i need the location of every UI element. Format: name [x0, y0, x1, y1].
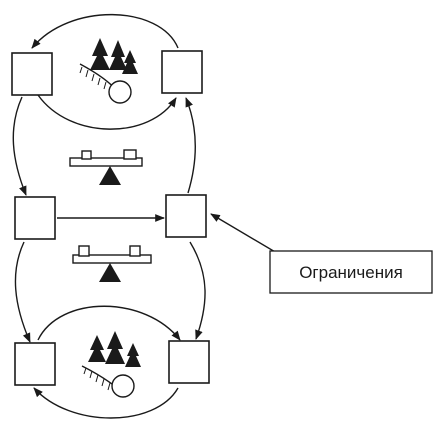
bottom-forest-illustration	[81, 331, 141, 398]
log-icon	[111, 374, 135, 398]
constraint-label-box	[269, 250, 433, 294]
constraint-callout: Ограничения	[269, 250, 433, 294]
tree-icon	[125, 343, 141, 367]
top-forest-illustration	[79, 38, 138, 104]
bottom-right-box	[168, 340, 210, 384]
arrow-top-left-to-mid-left	[12, 96, 27, 196]
tree-icon	[88, 335, 106, 362]
bottom-loop-arc-top	[37, 305, 181, 341]
tree-icon	[109, 40, 127, 70]
arrow-mid-right-to-top-right	[185, 97, 196, 194]
arrow-mid-left-to-bottom-left	[14, 241, 31, 343]
upper-balance-icon	[69, 149, 143, 185]
log-icon	[108, 80, 132, 104]
bottom-loop-arc-bottom	[33, 387, 179, 419]
mid-left-box	[14, 196, 56, 240]
top-left-box	[11, 52, 53, 96]
top-loop-arc-left	[31, 13, 179, 49]
lower-balance-icon	[72, 245, 152, 282]
mid-right-box	[165, 194, 207, 238]
tree-icon	[90, 38, 110, 70]
arrow-constraint-to-mid-right	[210, 213, 283, 257]
arrow-mid-right-to-bottom-right	[189, 241, 206, 340]
tree-icon	[105, 331, 125, 364]
tree-icon	[122, 50, 138, 74]
constraint-label: Ограничения	[299, 263, 403, 282]
bottom-left-box	[14, 342, 56, 386]
top-loop-arc-right	[37, 94, 177, 130]
top-right-box	[161, 50, 203, 94]
